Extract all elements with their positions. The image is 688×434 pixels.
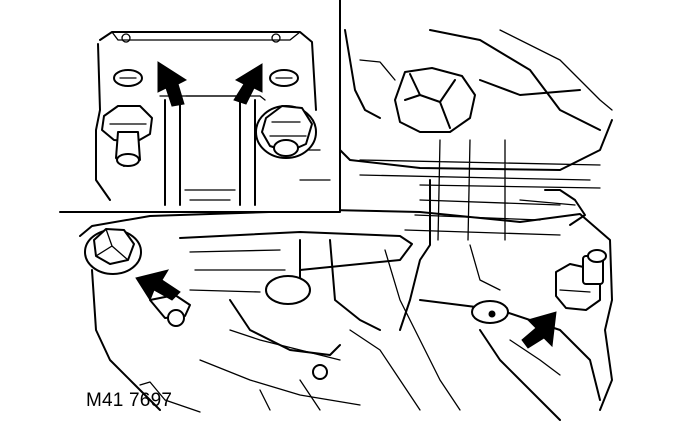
gearbox-casing: [79, 29, 613, 421]
filler-plug: [394, 67, 476, 133]
reference-leader-line: [139, 381, 201, 413]
arrow-up-right-icon: [521, 311, 557, 349]
detail-inset: [59, 0, 341, 213]
arrow-down-right-icon: [233, 63, 263, 105]
casing-bolt-left: [84, 228, 142, 275]
figure-reference-code: M41 7697: [86, 390, 173, 411]
arrow-up-left-icon: [157, 61, 188, 107]
arrow-up-left-icon-2: [135, 269, 181, 302]
casing-stud-right: [555, 249, 607, 311]
